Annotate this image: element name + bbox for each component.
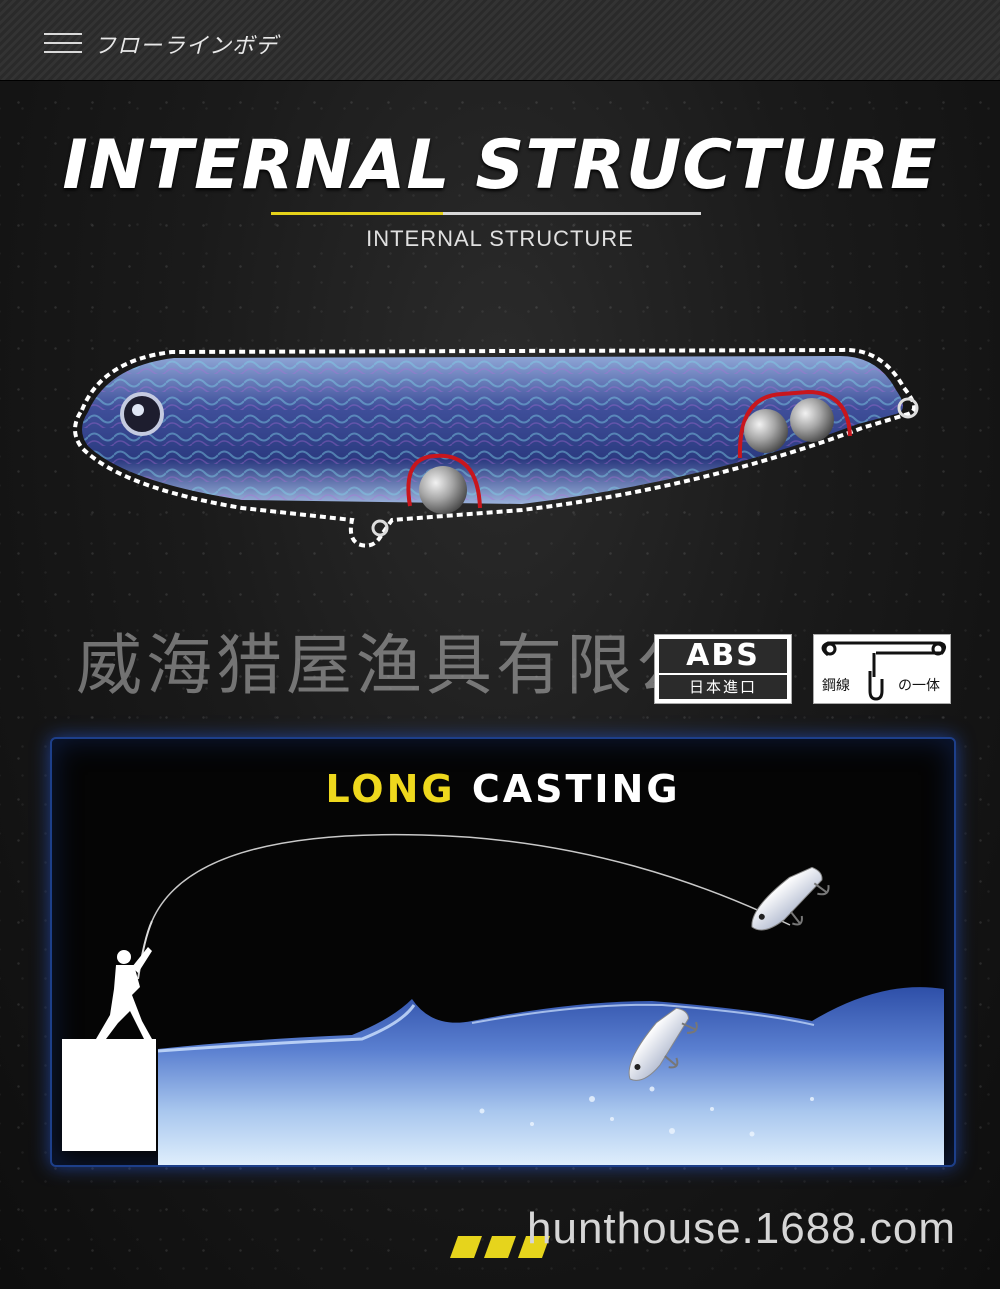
platform-block	[62, 1039, 156, 1151]
wire-badge-label-right: の一体	[898, 678, 940, 694]
long-casting-accent: LONG	[325, 767, 456, 811]
wire-badge-label-left: 鋼線	[822, 678, 850, 694]
lure-in-water	[628, 1007, 698, 1081]
abs-badge-caption: 日本進口	[659, 675, 787, 699]
section-subtitle: INTERNAL STRUCTURE	[366, 226, 634, 251]
hook-icon	[868, 671, 884, 701]
through-wire-badge: 鋼線 の一体	[813, 634, 951, 704]
weight-chamber-front	[406, 453, 482, 509]
fishing-rod	[137, 920, 153, 980]
top-bar: フローラインボデ	[0, 0, 1000, 81]
long-casting-title: LONG CASTING	[52, 767, 954, 811]
weight-ball	[419, 466, 467, 514]
weight-chamber-rear	[737, 389, 852, 459]
lure-outline	[73, 347, 916, 548]
footer-site-url: hunthouse.1688.com	[527, 1204, 956, 1253]
belly-eye	[371, 519, 389, 537]
section-title: INTERNAL STRUCTURE	[62, 126, 938, 205]
fishing-line	[151, 833, 791, 926]
casting-illustration	[62, 833, 944, 1165]
lure-cutaway-illustration	[73, 347, 919, 548]
angler-silhouette	[96, 947, 152, 1039]
long-casting-rest: CASTING	[471, 767, 681, 811]
wire-icon	[821, 641, 947, 677]
abs-badge-label: ABS	[659, 639, 787, 673]
water-wave	[158, 987, 944, 1165]
title-rule	[443, 212, 701, 215]
abs-badge: ABS 日本進口	[654, 634, 792, 704]
lure-in-flight	[751, 866, 830, 931]
top-bar-title: フローラインボデ	[94, 34, 279, 59]
long-casting-panel: LONG CASTING	[50, 737, 956, 1167]
tow-eye	[897, 397, 919, 419]
weight-ball	[790, 398, 834, 442]
weight-ball	[744, 409, 788, 453]
hamburger-menu-icon[interactable]	[44, 33, 82, 53]
title-rule-accent	[271, 212, 443, 215]
